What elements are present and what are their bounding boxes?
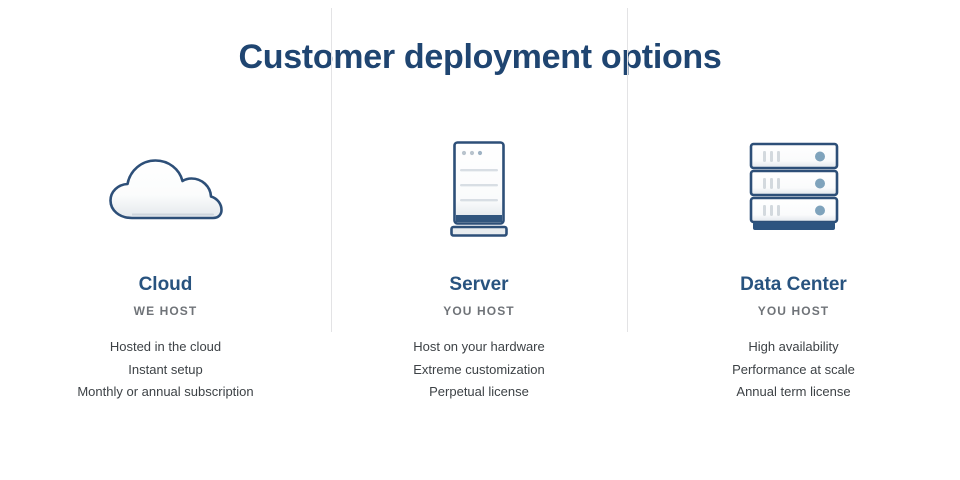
- feature-list-datacenter: High availability Performance at scale A…: [627, 336, 960, 404]
- option-subtitle-datacenter: YOU HOST: [757, 304, 830, 318]
- feature-item: Performance at scale: [732, 361, 855, 377]
- deployment-option-server: Server YOU HOST Host on your hardware Ex…: [331, 130, 627, 466]
- feature-item: Annual term license: [736, 384, 851, 399]
- feature-item: Instant setup: [128, 361, 203, 377]
- option-title-datacenter: Data Center: [740, 274, 847, 295]
- server-rack-icon-wrap: [627, 130, 960, 248]
- feature-item: Monthly or annual subscription: [77, 384, 254, 399]
- column-divider-1: [331, 8, 332, 332]
- feature-list-cloud: Hosted in the cloud Instant setup Monthl…: [0, 336, 331, 404]
- server-rack-icon: [749, 142, 838, 230]
- cloud-icon-wrap: [0, 130, 331, 248]
- feature-item: Perpetual license: [429, 384, 529, 399]
- page-title: Customer deployment options: [238, 38, 722, 76]
- feature-item: Hosted in the cloud: [109, 339, 222, 354]
- option-title-server: Server: [449, 274, 509, 295]
- server-tower-icon: [450, 141, 508, 237]
- server-tower-icon-wrap: [331, 130, 627, 248]
- cloud-icon: [108, 159, 223, 220]
- option-title-cloud: Cloud: [138, 274, 193, 295]
- option-subtitle-server: YOU HOST: [443, 304, 515, 318]
- feature-item: Host on your hardware: [413, 339, 545, 354]
- deployment-option-cloud: Cloud WE HOST Hosted in the cloud Instan…: [0, 130, 331, 466]
- feature-item: Extreme customization: [413, 361, 545, 377]
- option-subtitle-cloud: WE HOST: [133, 304, 198, 318]
- feature-list-server: Host on your hardware Extreme customizat…: [331, 336, 627, 404]
- deployment-options-columns: Cloud WE HOST Hosted in the cloud Instan…: [0, 130, 960, 466]
- column-divider-2: [627, 8, 628, 332]
- deployment-option-datacenter: Data Center YOU HOST High availability P…: [627, 130, 960, 466]
- feature-item: High availability: [748, 339, 839, 354]
